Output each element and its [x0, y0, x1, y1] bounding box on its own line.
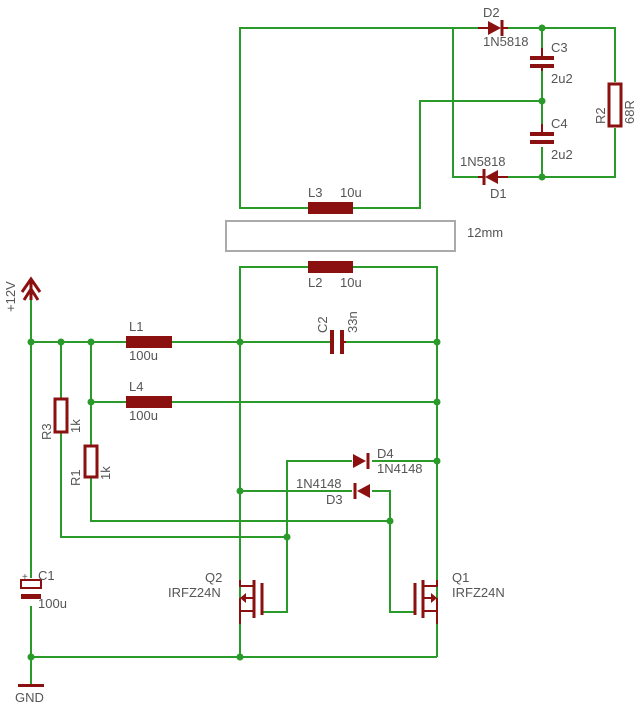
l4-value-label: 100u — [129, 408, 158, 423]
d3-value-label: 1N4148 — [296, 476, 342, 491]
c3-name-label: C3 — [551, 40, 568, 55]
resistor-r1-symbol — [83, 444, 99, 479]
inductor-l4-symbol — [126, 396, 172, 408]
ground-icon — [18, 684, 44, 687]
inductor-l1-symbol — [126, 336, 172, 348]
junction-dot — [538, 97, 546, 105]
ground-label: GND — [15, 690, 44, 705]
junction-dot — [433, 457, 441, 465]
junction-dot — [27, 653, 35, 661]
junction-dot — [283, 533, 291, 541]
d1-name-label: D1 — [490, 186, 507, 201]
resistor-r2-symbol — [607, 82, 623, 128]
l3-name-label: L3 — [308, 185, 322, 200]
mosfet-q1-symbol — [413, 580, 438, 624]
c2-value-label: 33n — [345, 311, 360, 333]
c1-name-label: C1 — [38, 568, 55, 583]
r1-name-label: R1 — [68, 469, 83, 486]
supply-arrow-icon — [20, 276, 42, 301]
d3-name-label: D3 — [326, 492, 343, 507]
capacitor-c4-symbol — [530, 124, 554, 144]
c4-value-label: 2u2 — [551, 147, 573, 162]
supply-label: +12V — [3, 281, 18, 312]
resistor-r3-symbol — [53, 397, 69, 434]
junction-dot — [433, 398, 441, 406]
diode-d4-symbol — [353, 453, 370, 469]
inductor-l3-symbol — [308, 202, 353, 214]
junction-dot — [236, 338, 244, 346]
l1-name-label: L1 — [129, 319, 143, 334]
diode-d3-symbol — [353, 483, 370, 499]
junction-dot — [236, 653, 244, 661]
d4-value-label: 1N4148 — [377, 461, 423, 476]
gap-label: 12mm — [467, 225, 503, 240]
d4-name-label: D4 — [377, 446, 394, 461]
gap-box — [225, 220, 456, 252]
capacitor-c2-symbol — [330, 330, 346, 354]
r3-name-label: R3 — [39, 423, 54, 440]
l1-value-label: 100u — [129, 348, 158, 363]
inductor-l2-symbol — [308, 261, 353, 273]
d1-value-label: 1N5818 — [460, 154, 506, 169]
d2-value-label: 1N5818 — [483, 34, 529, 49]
l4-name-label: L4 — [129, 379, 143, 394]
l3-value-label: 10u — [340, 185, 362, 200]
junction-dots — [27, 24, 546, 661]
diode-d2-symbol — [478, 20, 508, 36]
c1-polarity-mark: + — [22, 572, 28, 583]
r3-value-label: 1k — [68, 419, 83, 433]
q2-name-label: Q2 — [205, 570, 222, 585]
junction-dot — [236, 487, 244, 495]
l2-name-label: L2 — [308, 275, 322, 290]
r1-value-label: 1k — [98, 466, 113, 480]
junction-dot — [538, 173, 546, 181]
c1-value-label: 100u — [38, 596, 67, 611]
diode-d1-symbol — [478, 169, 508, 185]
c4-name-label: C4 — [551, 116, 568, 131]
junction-dot — [386, 517, 394, 525]
capacitor-c1-symbol — [20, 579, 42, 599]
r2-value-label: 68R — [622, 100, 637, 124]
capacitor-c3-symbol — [530, 48, 554, 71]
q2-value-label: IRFZ24N — [168, 585, 221, 600]
d2-name-label: D2 — [483, 5, 500, 20]
junction-dot — [538, 24, 546, 32]
mosfet-q2-symbol — [239, 580, 264, 624]
c2-name-label: C2 — [315, 316, 330, 333]
q1-value-label: IRFZ24N — [452, 585, 505, 600]
junction-dot — [57, 338, 65, 346]
r2-name-label: R2 — [593, 107, 608, 124]
l2-value-label: 10u — [340, 275, 362, 290]
q1-name-label: Q1 — [452, 570, 469, 585]
junction-dot — [87, 398, 95, 406]
c3-value-label: 2u2 — [551, 71, 573, 86]
junction-dot — [433, 338, 441, 346]
wires — [30, 27, 616, 685]
junction-dot — [87, 338, 95, 346]
junction-dot — [27, 338, 35, 346]
